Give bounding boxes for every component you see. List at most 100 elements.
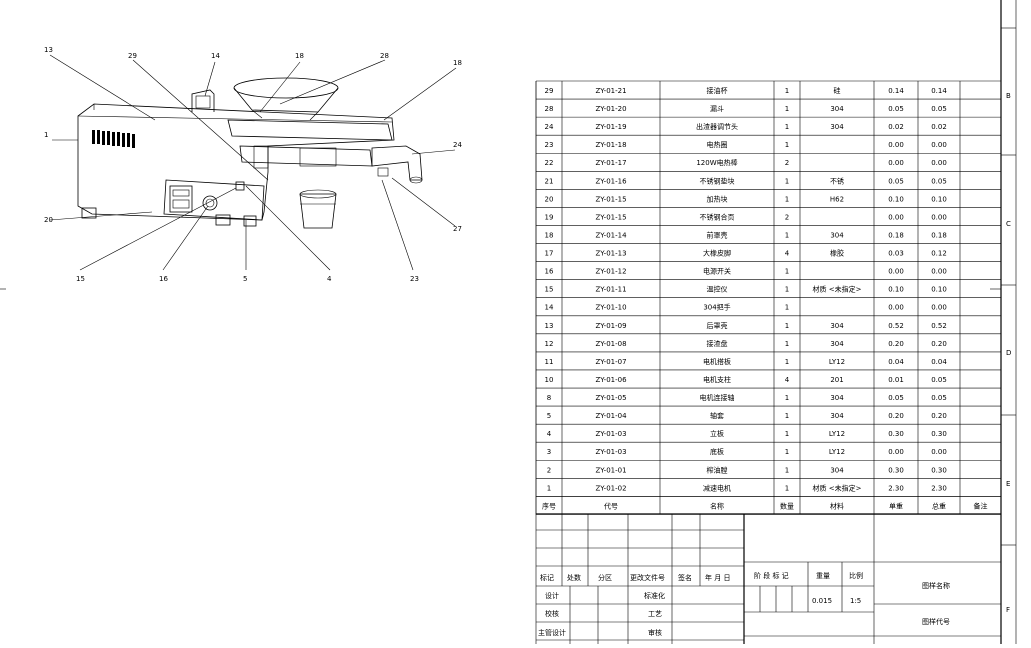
bom-cell: 24	[545, 123, 554, 131]
bom-cell: 11	[545, 358, 554, 366]
bom-cell: 2.30	[888, 484, 904, 492]
bom-cell: 加热块	[707, 194, 728, 203]
bom-cell: 2	[547, 466, 551, 474]
bom-cell: ZY-01-01	[595, 466, 626, 474]
vent-slots-icon	[92, 130, 135, 148]
bom-cell: 1	[785, 87, 789, 95]
bom-cell: 接渣盘	[707, 339, 728, 348]
bom-cell: 0.04	[931, 358, 947, 366]
bom-cell: 0.00	[931, 213, 947, 221]
mid-label: 标准化	[644, 591, 665, 600]
oil-cup-icon	[299, 193, 337, 229]
bom-cell: 0.14	[931, 87, 947, 95]
zone-letter: D	[1006, 349, 1011, 357]
bom-cell: 0.02	[888, 123, 904, 131]
bom-cell: 0.30	[931, 430, 947, 438]
bom-header: 单重	[889, 501, 903, 510]
rev-header: 分区	[598, 573, 612, 582]
callout-label: 28	[380, 52, 389, 60]
power-knob-icon	[202, 195, 218, 211]
bom-cell: 0.00	[888, 448, 904, 456]
bom-cell: 0.20	[888, 340, 904, 348]
bom-cell: 0.52	[931, 322, 947, 330]
callout-label: 5	[243, 275, 247, 283]
bom-cell: 0.00	[931, 159, 947, 167]
rev-header: 处数	[567, 573, 581, 582]
bom-cell: 12	[545, 340, 554, 348]
bom-cell: 材质 <未指定>	[813, 483, 862, 492]
bom-cell: 电源开关	[703, 267, 731, 276]
bom-cell: 5	[547, 412, 551, 420]
bom-cell: ZY-01-12	[595, 268, 626, 276]
bom-cell: 1	[785, 141, 789, 149]
bom-cell: 304	[830, 123, 844, 131]
bom-cell: 17	[545, 250, 554, 258]
front-panel	[163, 179, 265, 221]
bom-cell: 温控仪	[707, 285, 728, 294]
bom-cell: 304	[830, 412, 844, 420]
title-block: 标记 处数 分区 更改文件号 签名 年 月 日 设计 校核 主管设计 标准化 工…	[535, 513, 1001, 644]
role-label: 设计	[545, 591, 559, 600]
bom-cell: 榨油膛	[707, 465, 728, 474]
bom-cell: 橡胶	[830, 249, 844, 258]
bom-cell: 1	[547, 484, 551, 492]
rubber-foot-icon	[215, 214, 231, 226]
bom-cell: 1	[785, 177, 789, 185]
bom-cell: 14	[545, 304, 554, 312]
mid-label: 工艺	[648, 610, 662, 618]
stage-label: 阶 段 标 记	[754, 571, 789, 580]
callout-label: 24	[453, 141, 462, 149]
callout-label: 13	[44, 46, 53, 54]
handle-icon	[191, 89, 215, 112]
bom-cell: 1	[785, 268, 789, 276]
bom-cell: 出渣器调节头	[696, 122, 738, 131]
bom-cell: 1	[785, 123, 789, 131]
bom-cell: 0.02	[931, 123, 947, 131]
weight-value: 0.015	[812, 597, 832, 605]
bom-cell: 18	[545, 231, 554, 239]
bom-cell: 2.30	[931, 484, 947, 492]
bom-cell: H62	[830, 195, 844, 203]
bom-cell: 0.04	[888, 358, 904, 366]
rev-header: 签名	[678, 573, 692, 582]
bom-cell: 0.18	[888, 231, 904, 239]
bom-cell: 1	[785, 105, 789, 113]
bom-cell: 120W电热棒	[696, 158, 737, 167]
bom-header: 总重	[932, 501, 946, 510]
bom-cell: ZY-01-19	[595, 123, 626, 131]
bom-cell: ZY-01-18	[595, 141, 626, 149]
callout-label: 16	[159, 275, 168, 283]
bom-cell: 28	[545, 105, 554, 113]
bom-cell: ZY-01-15	[595, 213, 626, 221]
callout-label: 29	[128, 52, 137, 60]
bom-cell: 0.20	[888, 412, 904, 420]
bom-cell: 304把手	[703, 303, 730, 312]
bom-cell: 304	[830, 105, 844, 113]
bom-cell: 电热圈	[707, 140, 728, 149]
zone-letter: C	[1006, 220, 1011, 228]
bom-cell: 0.00	[931, 268, 947, 276]
bom-cell: 0.05	[931, 105, 947, 113]
bom-header: 名称	[710, 501, 724, 510]
bom-cell: 1	[785, 231, 789, 239]
role-label: 主管设计	[538, 628, 566, 637]
bom-cell: 0.30	[931, 466, 947, 474]
bom-cell: ZY-01-20	[595, 105, 626, 113]
bom-cell: 304	[830, 231, 844, 239]
outlet-elbow-icon	[371, 145, 423, 181]
callout-label: 20	[44, 216, 53, 224]
bom-cell: 0.18	[931, 231, 947, 239]
callout-label: 1	[44, 131, 48, 139]
weight-label: 重量	[816, 572, 830, 580]
bom-cell: 0.00	[888, 141, 904, 149]
bom-cell: 1	[785, 358, 789, 366]
bom-cell: 不锈钢垫块	[700, 176, 735, 185]
bom-cell: 0.52	[888, 322, 904, 330]
bom-cell: 19	[545, 213, 554, 221]
bom-cell: 21	[545, 177, 554, 185]
rev-header: 标记	[540, 573, 554, 582]
bom-cell: 1	[785, 195, 789, 203]
bom-cell: 电机支柱	[703, 375, 731, 384]
